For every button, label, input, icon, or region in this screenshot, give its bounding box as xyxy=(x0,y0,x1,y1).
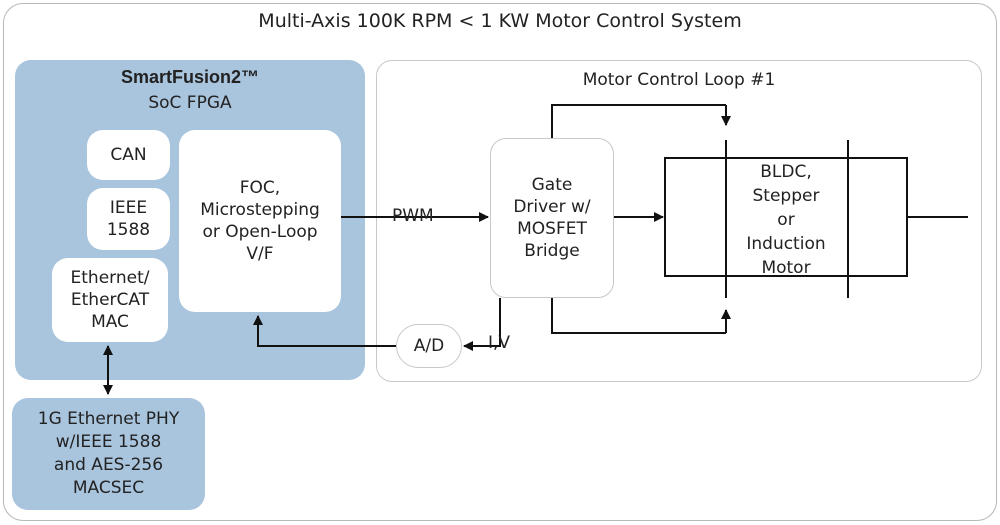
ethernet-mac-block: Ethernet/ EtherCAT MAC xyxy=(52,258,168,342)
ethernet-phy-block: 1G Ethernet PHY w/IEEE 1588 and AES-256 … xyxy=(12,398,205,510)
iv-label: I,V xyxy=(488,333,511,353)
fpga-subtitle: SoC FPGA xyxy=(148,93,232,113)
pwm-label: PWM xyxy=(392,206,434,226)
ad-converter-block: A/D xyxy=(396,324,462,368)
fpga-name: SmartFusion2™ xyxy=(120,67,260,87)
ieee1588-block: IEEE 1588 xyxy=(87,188,170,250)
motor-label: BLDC, Stepper or Induction Motor xyxy=(746,162,826,278)
loop-title: Motor Control Loop #1 xyxy=(582,70,776,90)
motor-block xyxy=(664,157,908,277)
gate-driver-block: Gate Driver w/ MOSFET Bridge xyxy=(490,138,614,298)
can-block: CAN xyxy=(87,130,170,180)
foc-block: FOC, Microstepping or Open-Loop V/F xyxy=(179,130,341,312)
diagram-title: Multi-Axis 100K RPM < 1 KW Motor Control… xyxy=(258,10,742,32)
